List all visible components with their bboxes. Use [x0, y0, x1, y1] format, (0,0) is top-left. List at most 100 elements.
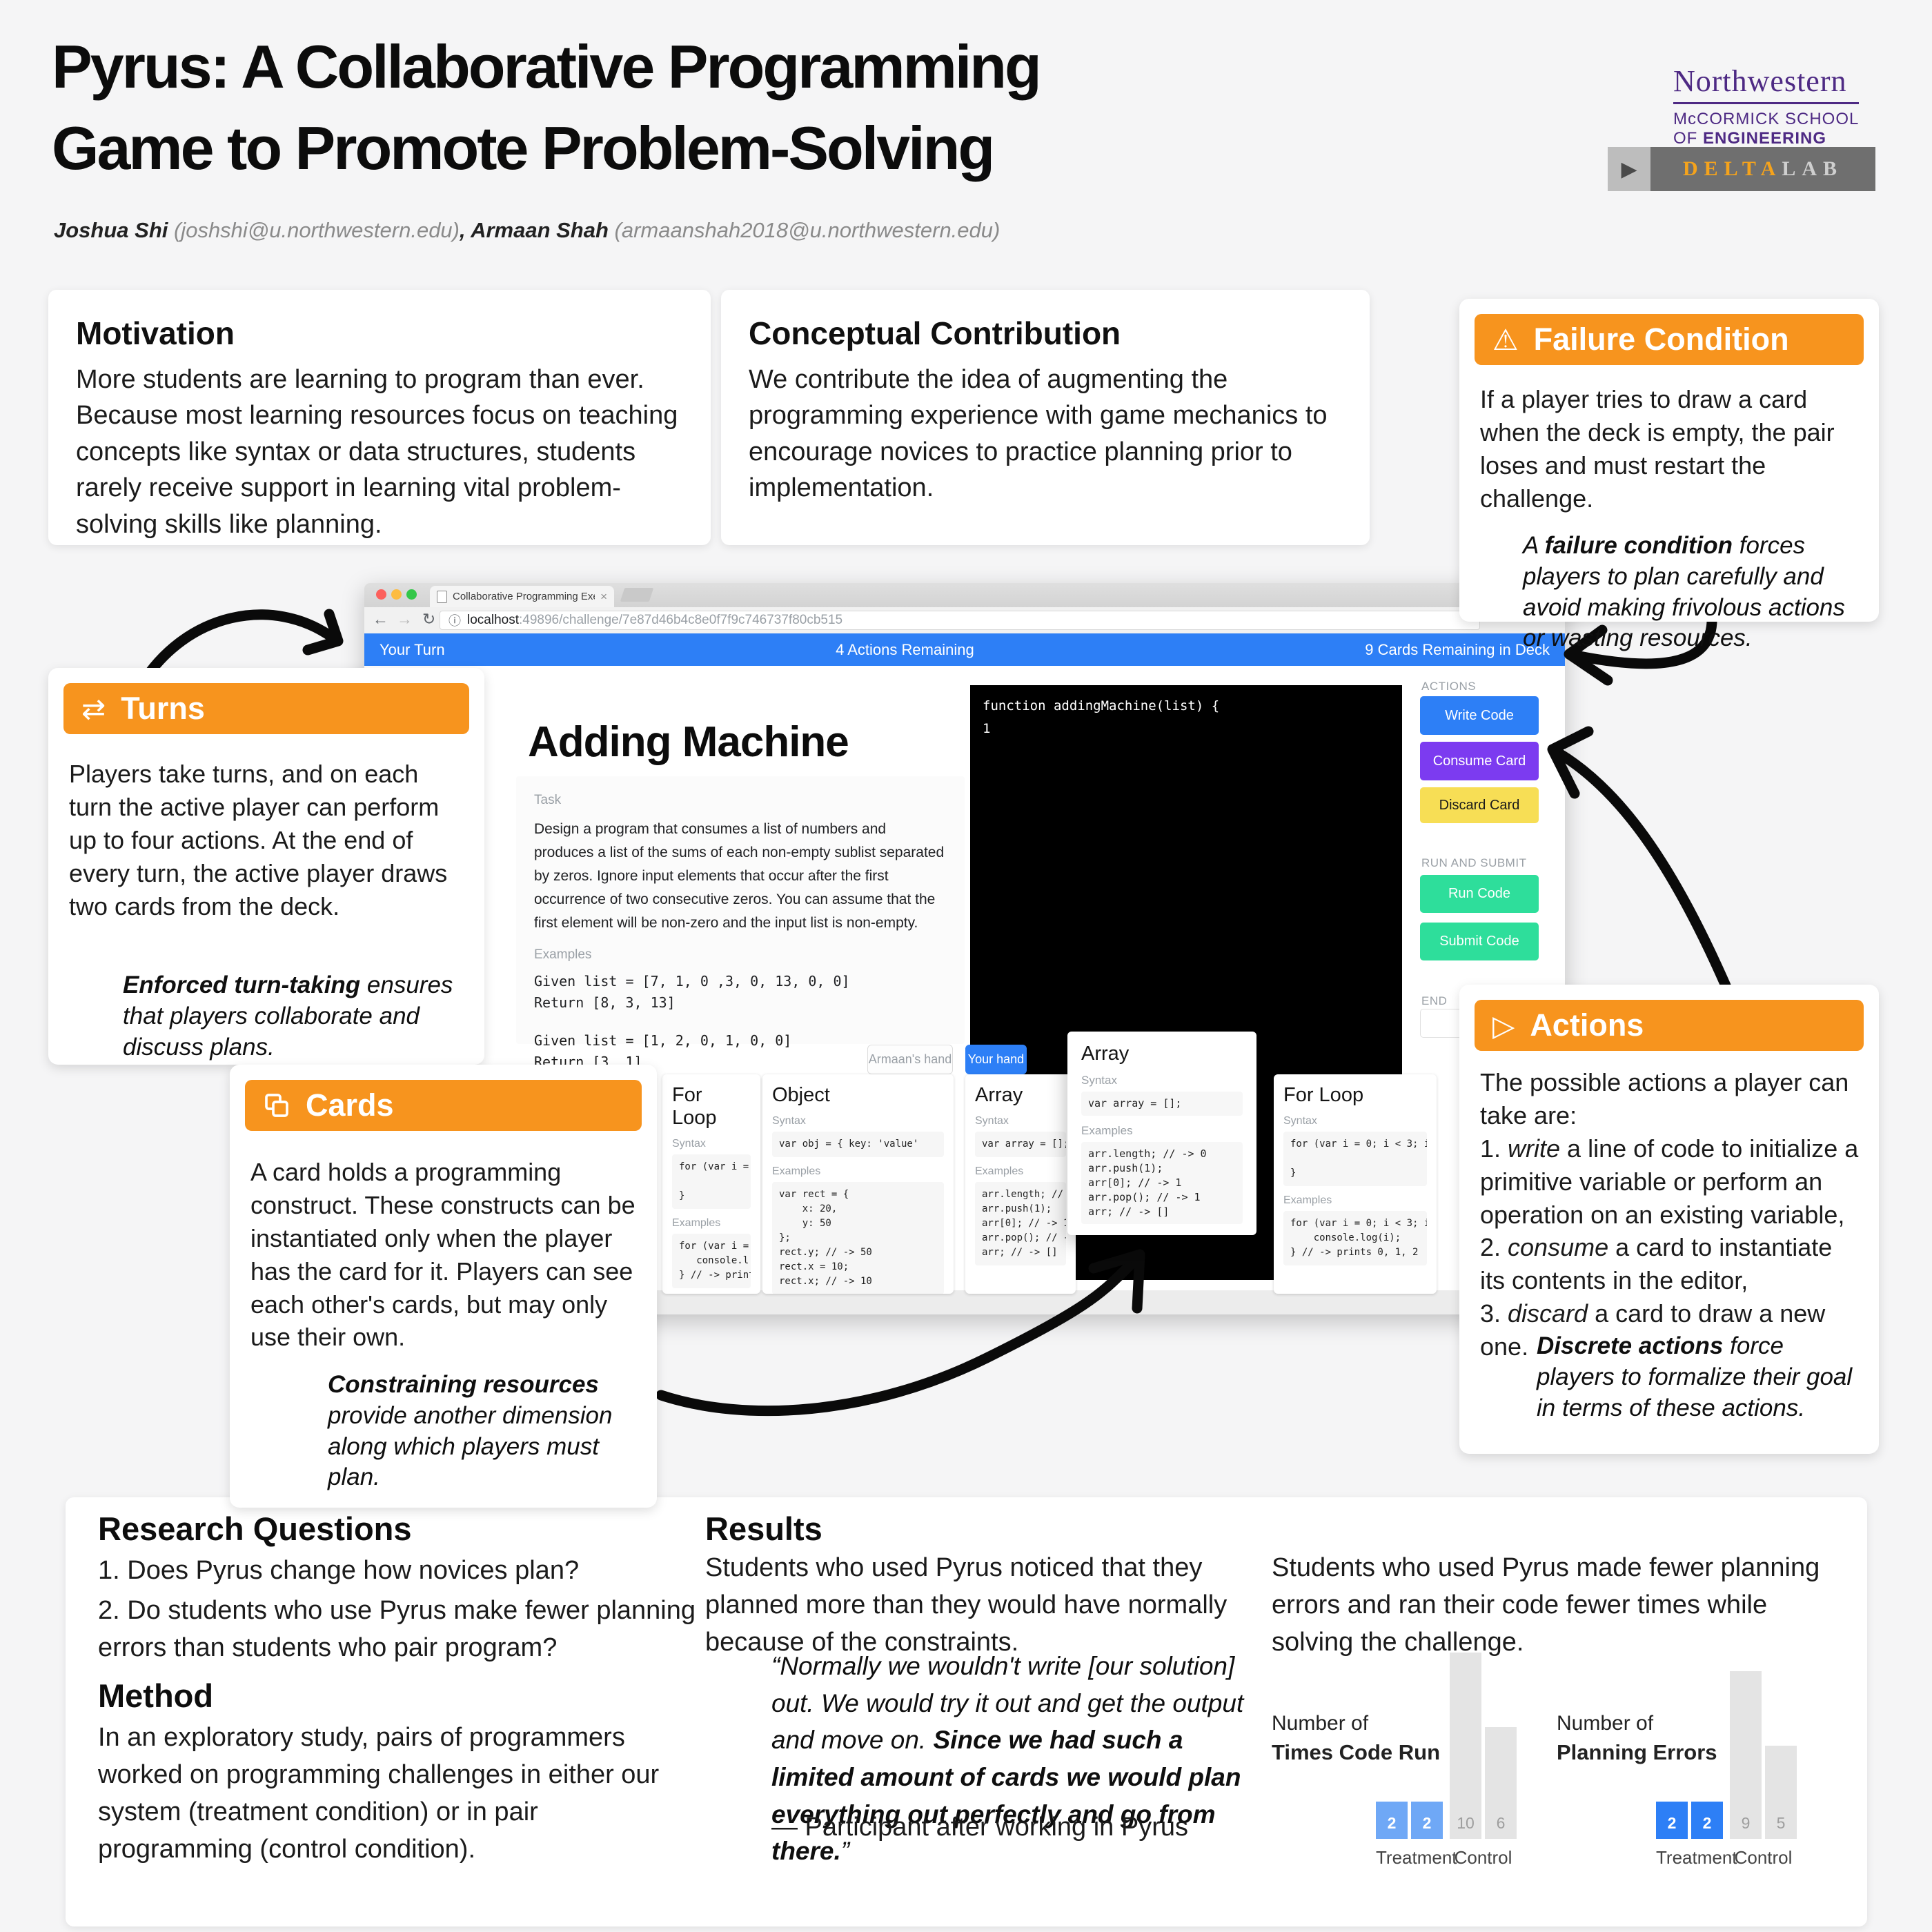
card-examples-label: Examples [772, 1165, 821, 1177]
forward-icon[interactable]: → [397, 610, 413, 628]
traffic-light-close[interactable] [376, 589, 386, 600]
run-code-button[interactable]: Run Code [1420, 875, 1539, 913]
bar-group-label: Treatment [1376, 1847, 1457, 1868]
url-bar[interactable]: ⓘ localhost:49896/challenge/7e87d46b4c8e… [440, 611, 1480, 630]
failure-condition-callout: ⚠ Failure Condition If a player tries to… [1459, 299, 1879, 651]
card-syntax-code: for (var i = 0; i < 3; i++) { } [1283, 1132, 1427, 1186]
browser-tab[interactable]: Collaborative Programming Exe × [430, 586, 614, 607]
chart-intro: Students who used Pyrus made fewer plann… [1272, 1553, 1820, 1657]
array-card-popup[interactable]: Array Syntax var array = []; Examples ar… [1067, 1032, 1256, 1235]
bar-group-label: Control [1734, 1847, 1793, 1868]
consume-card-button[interactable]: Consume Card [1420, 742, 1539, 780]
lab-text: LAB [1782, 157, 1844, 180]
northwestern-wordmark: Northwestern [1673, 63, 1860, 104]
status-your-turn: Your Turn [379, 640, 445, 658]
popup-syntax-code: var array = []; [1081, 1092, 1243, 1116]
warning-triangle-icon: ⚠ [1492, 323, 1519, 356]
actions-title: Actions [1530, 1007, 1644, 1043]
research-question-2: 2. Do students who use Pyrus make fewer … [98, 1596, 696, 1662]
motivation-body: More students are learning to program th… [76, 365, 678, 539]
tab-close-icon[interactable]: × [600, 589, 607, 603]
card-syntax-label: Syntax [772, 1115, 806, 1127]
repeat-icon: ⇄ [81, 692, 106, 725]
tab-armaans-hand[interactable]: Armaan's hand [867, 1045, 953, 1074]
bar: 2 [1411, 1802, 1443, 1839]
card-title: Object [772, 1084, 830, 1106]
arrow-actions-to-buttons [1554, 748, 1743, 1018]
bar: 10 [1450, 1653, 1481, 1839]
action-item: 1. write a line of code to initialize a … [1480, 1134, 1859, 1229]
method-body: In an exploratory study, pairs of progra… [98, 1723, 660, 1864]
cards-header: Cards [245, 1080, 642, 1131]
hand-card-array[interactable]: Array Syntax var array = []; Examples ar… [965, 1074, 1076, 1294]
background-tab-stub[interactable] [620, 588, 654, 602]
popup-examples-label: Examples [1081, 1124, 1133, 1137]
back-icon[interactable]: ← [373, 610, 388, 628]
popup-syntax-label: Syntax [1081, 1074, 1117, 1087]
failure-condition-note: A failure condition forces players to pl… [1523, 532, 1845, 652]
examples-label: Examples [534, 947, 592, 963]
cards-callout: Cards A card holds a programming constru… [230, 1065, 657, 1508]
card-syntax-code: for (var i = } [672, 1154, 751, 1209]
author-email: (armaanshah2018@u.northwestern.edu) [608, 218, 1000, 242]
submit-code-button[interactable]: Submit Code [1420, 923, 1539, 960]
delta-text: DELTA [1682, 157, 1782, 180]
run-submit-label: RUN AND SUBMIT [1421, 856, 1527, 869]
traffic-light-minimize[interactable] [391, 589, 402, 600]
bar-group-label: Control [1454, 1847, 1512, 1868]
game-statusbar: Your Turn 4 Actions Remaining 9 Cards Re… [364, 633, 1565, 666]
info-icon[interactable]: ⓘ [448, 614, 461, 628]
status-actions-remaining: 4 Actions Remaining [836, 640, 974, 658]
action-item: 3. discard a card to draw a new one. [1480, 1299, 1826, 1361]
discard-card-button[interactable]: Discard Card [1420, 787, 1539, 823]
task-label: Task [534, 793, 562, 807]
poster-title: Pyrus: A Collaborative Programming Game … [52, 26, 1042, 189]
task-panel: Task Design a program that consumes a li… [516, 776, 965, 1070]
hand-card-for-loop[interactable]: For Loop Syntax for (var i = } Examples … [662, 1074, 760, 1294]
url-host: localhost [467, 613, 519, 627]
card-examples-label: Examples [975, 1165, 1024, 1177]
cards-note: Constraining resources provide another d… [328, 1371, 613, 1491]
actions-callout: ▷ Actions The possible actions a player … [1459, 985, 1879, 1454]
motivation-heading: Motivation [76, 315, 235, 351]
actions-body: The possible actions a player can take a… [1480, 1066, 1862, 1363]
bar-value: 6 [1496, 1814, 1506, 1832]
actions-rail-label: ACTIONS [1421, 680, 1477, 693]
write-code-button[interactable]: Write Code [1420, 696, 1539, 735]
cards-title: Cards [306, 1087, 394, 1123]
browser-toolbar: ← → ↻ ⓘ localhost:49896/challenge/7e87d4… [364, 607, 1565, 634]
actions-header: ▷ Actions [1475, 1000, 1864, 1051]
research-question-1: 1. Does Pyrus change how novices plan? [98, 1556, 580, 1585]
end-turn-label: END [1421, 994, 1448, 1007]
hand-card-for-loop-2[interactable]: For Loop Syntax for (var i = 0; i < 3; i… [1274, 1074, 1437, 1294]
participant-quote: “Normally we wouldn't write [our solutio… [771, 1652, 1244, 1866]
reload-icon[interactable]: ↻ [422, 610, 436, 628]
conceptual-heading: Conceptual Contribution [749, 315, 1121, 351]
traffic-light-zoom[interactable] [406, 589, 417, 600]
card-syntax-label: Syntax [975, 1115, 1009, 1127]
hand-card-object[interactable]: Object Syntax var obj = { key: 'value' E… [762, 1074, 954, 1294]
conceptual-contribution-card: Conceptual Contribution We contribute th… [721, 290, 1370, 545]
tab-your-hand[interactable]: Your hand [965, 1045, 1027, 1074]
quote-attribution: — Participant after working in Pyrus [771, 1813, 1189, 1842]
task-example-1: Given list = [7, 1, 0 ,3, 0, 13, 0, 0] R… [534, 973, 850, 1012]
poster-title-line2: Game to Promote Problem-Solving [52, 114, 995, 182]
card-title: Array [975, 1084, 1023, 1106]
card-syntax-label: Syntax [672, 1138, 706, 1150]
card-examples-code: for (var i = 0; i < 3; i++) { console.lo… [1283, 1211, 1427, 1265]
bar-value: 5 [1776, 1814, 1786, 1832]
card-examples-label: Examples [672, 1217, 721, 1229]
author-name: Armaan Shah [471, 218, 609, 242]
delta-triangle-icon: ▶ [1608, 147, 1650, 191]
actions-intro: The possible actions a player can take a… [1480, 1068, 1849, 1130]
popup-title: Array [1081, 1043, 1130, 1065]
failure-condition-header: ⚠ Failure Condition [1475, 314, 1864, 365]
actions-note: Discrete actions force players to formal… [1537, 1332, 1853, 1421]
popup-examples-code: arr.length; // -> 0 arr.push(1); arr[0];… [1081, 1142, 1243, 1224]
results-body: Students who used Pyrus noticed that the… [705, 1553, 1228, 1657]
results-heading: Results [705, 1510, 822, 1547]
